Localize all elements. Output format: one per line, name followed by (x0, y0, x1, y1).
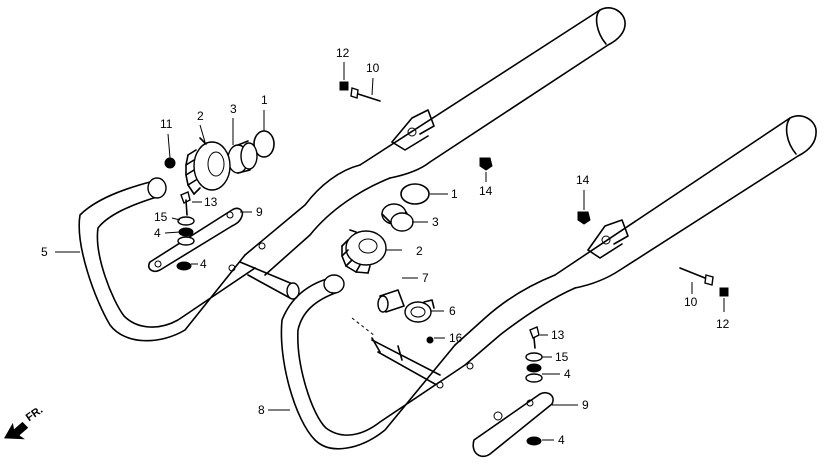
nut-14-lower (577, 211, 591, 225)
upper-exhaust-pipe (78, 7, 626, 342)
callout-6: 6 (449, 304, 456, 318)
callout-13-lower: 13 (551, 328, 565, 342)
callout-15-upper: 15 (154, 210, 168, 224)
joint-collar-upper (227, 140, 258, 174)
callout-3-upper: 3 (230, 102, 237, 116)
callout-2-upper: 2 (197, 109, 204, 123)
callout-5: 5 (41, 245, 48, 259)
callout-15-lower: 15 (555, 350, 569, 364)
callout-13-upper: 13 (204, 195, 218, 209)
callout-14-upper: 14 (479, 184, 493, 198)
callout-1-upper: 1 (261, 93, 268, 107)
exhaust-cap-nut-upper (185, 137, 231, 195)
joint-pipe-assembly (351, 317, 441, 385)
callout-4-lower-a: 4 (564, 367, 571, 381)
callout-9-lower: 9 (582, 398, 589, 412)
callout-3-lower: 3 (432, 215, 439, 229)
gasket-ring-lower (400, 183, 430, 205)
pipe-clamp (404, 299, 435, 323)
joint-collar-lower (381, 203, 414, 232)
callout-4-upper-b: 4 (200, 257, 207, 271)
callout-7: 7 (422, 271, 429, 285)
fastener-set-lower (525, 326, 543, 446)
callout-4-upper-a: 4 (154, 226, 161, 240)
callout-labels: 1 1 2 2 3 3 4 4 4 4 5 6 7 8 9 9 10 10 11… (41, 46, 730, 447)
nut-14-upper (479, 157, 493, 171)
callout-10-upper: 10 (366, 61, 380, 75)
front-direction-indicator: FR. (4, 404, 45, 440)
callout-16: 16 (449, 331, 463, 345)
hanger-bolt-upper (339, 81, 381, 102)
exhaust-cap-nut-lower (341, 229, 387, 274)
front-label: FR. (24, 404, 45, 424)
callout-1-lower: 1 (451, 187, 458, 201)
stay-bracket-lower (472, 391, 554, 458)
callout-4-lower-b: 4 (558, 433, 565, 447)
callout-14-lower: 14 (576, 173, 590, 187)
leader-lines (55, 62, 725, 441)
callout-12-upper: 12 (336, 46, 350, 60)
lower-exhaust-pipe (280, 115, 817, 450)
front-arrow-icon (4, 421, 29, 440)
fastener-set-upper (164, 157, 195, 271)
callout-12-lower: 12 (716, 317, 730, 331)
callout-11: 11 (160, 117, 173, 131)
callout-2-lower: 2 (416, 244, 423, 258)
callout-10-lower: 10 (684, 295, 698, 309)
callout-9-upper: 9 (256, 205, 263, 219)
pipe-collar (377, 289, 405, 313)
callout-8: 8 (258, 403, 265, 417)
hanger-bolt-lower (679, 267, 729, 297)
stay-bracket-upper (147, 207, 244, 273)
